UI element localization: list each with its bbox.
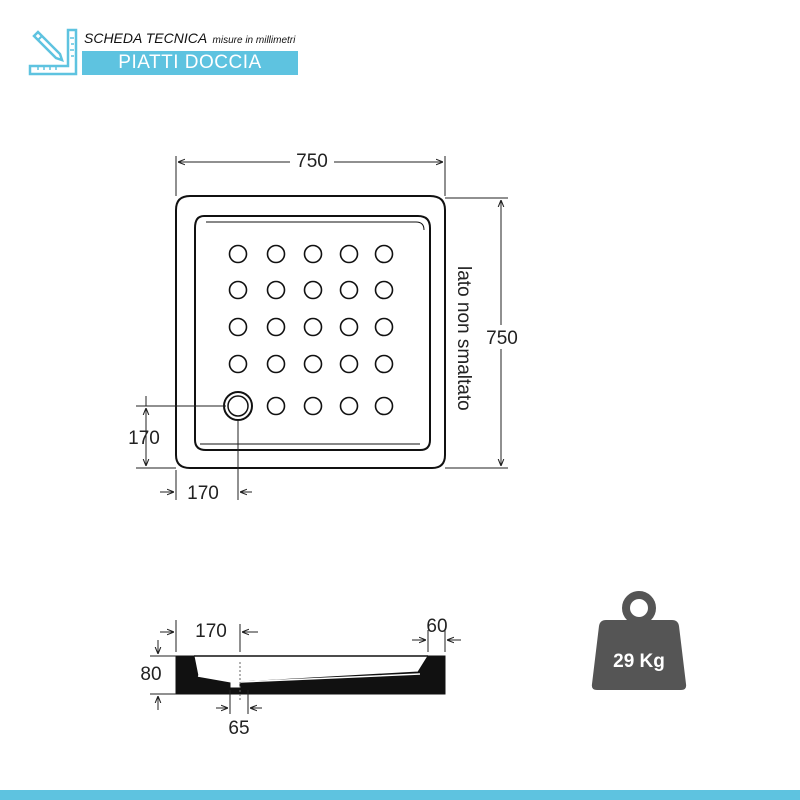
weight-label: 29 Kg — [613, 651, 665, 672]
basin-outline — [194, 215, 431, 451]
unglazed-side-note: lato non smaltato — [453, 266, 474, 411]
subtitle-text: misure in millimetri — [212, 35, 296, 46]
drain-offset-x-label: 170 — [187, 483, 219, 504]
anti-slip-dimples — [228, 244, 394, 416]
dimple — [303, 317, 323, 337]
dimple — [303, 396, 323, 416]
category-band: PIATTI DOCCIA — [82, 51, 298, 75]
side-view: 170 60 80 65 — [140, 616, 461, 739]
ruler-pencil-icon — [28, 28, 78, 76]
dimple — [374, 396, 394, 416]
dimple — [339, 280, 359, 300]
dimple — [266, 354, 286, 374]
dimple — [374, 244, 394, 264]
bottom-accent-bar — [0, 790, 800, 800]
sheet-title: SCHEDA TECNICA misure in millimetri — [84, 30, 295, 46]
drain-diameter-label: 65 — [228, 718, 249, 739]
title-text: SCHEDA TECNICA — [84, 30, 207, 46]
weight-icon: 29 Kg — [591, 591, 687, 690]
dimple — [266, 244, 286, 264]
dimple — [266, 396, 286, 416]
side-drain-distance-label: 170 — [195, 621, 227, 642]
dimple — [374, 280, 394, 300]
rim-width-label: 60 — [426, 616, 447, 637]
dimple — [339, 396, 359, 416]
dimple — [303, 354, 323, 374]
dimple — [303, 244, 323, 264]
dimple — [228, 244, 248, 264]
dimple — [339, 317, 359, 337]
height-label: 80 — [140, 664, 161, 685]
drain-offset-y-label: 170 — [128, 428, 160, 449]
dimple — [266, 317, 286, 337]
dimple — [303, 280, 323, 300]
top-view: 750 750 lato non smaltato 170 170 — [128, 150, 521, 504]
dimple — [228, 317, 248, 337]
dimple — [339, 354, 359, 374]
dimple — [374, 317, 394, 337]
dimple — [374, 354, 394, 374]
width-label: 750 — [296, 151, 328, 172]
dimple — [228, 354, 248, 374]
dimple — [339, 244, 359, 264]
depth-label: 750 — [486, 328, 518, 349]
tray-outline — [175, 195, 446, 469]
dimple — [266, 280, 286, 300]
dimple — [228, 280, 248, 300]
